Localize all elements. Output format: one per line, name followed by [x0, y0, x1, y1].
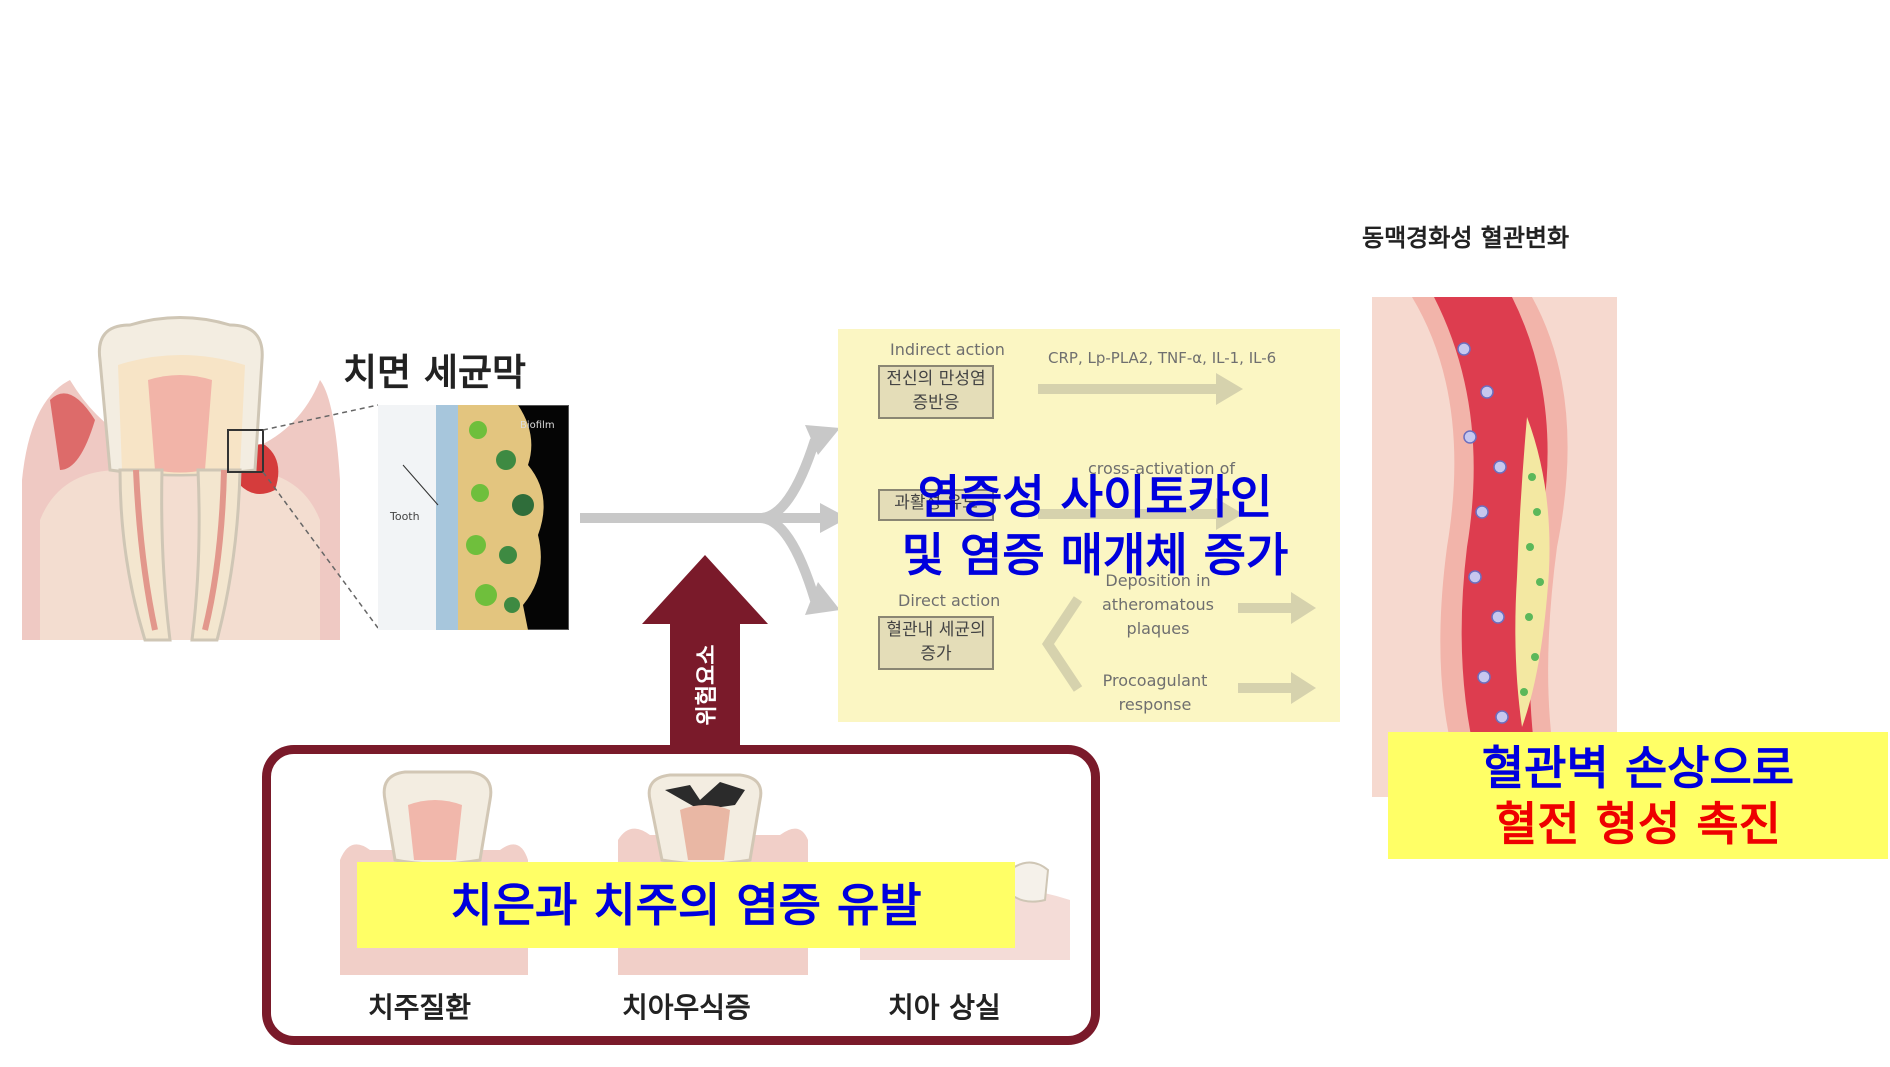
cytokine-highlight: 염증성 사이토카인 및 염증 매개체 증가 — [875, 468, 1315, 584]
cytokine-line2: 및 염증 매개체 증가 — [901, 528, 1289, 582]
risk-item-tooth-loss: 치아 상실 — [888, 991, 1001, 1024]
tooth-label: Tooth — [390, 510, 420, 523]
indirect-action-label: Indirect action — [890, 340, 1005, 359]
intravascular-bacteria-box: 혈관내 세균의 증가 — [878, 616, 994, 670]
biofilm-title: 치면 세균막 — [343, 351, 527, 394]
cytokine-line1: 염증성 사이토카인 — [917, 470, 1273, 524]
cross-activation-label: cross-activation of — [1088, 459, 1236, 478]
risk-item-caries: 치아우식증 — [622, 991, 751, 1024]
systemic-inflammation-box: 전신의 만성염증반응 — [878, 365, 994, 419]
biofilm-closeup — [378, 405, 569, 630]
pathway-panel: Indirect action 전신의 만성염증반응 CRP, Lp-PLA2,… — [838, 329, 1340, 722]
hyperactivation-box: 과활성 유도 — [878, 489, 994, 521]
vessel-illustration — [1372, 297, 1617, 797]
vessel-title: 동맥경화성 혈관변화 — [1362, 224, 1570, 252]
vessel-line2: 혈전 형성 촉진 — [1495, 797, 1781, 851]
pathway-arrows — [1038, 373, 1316, 704]
biofilm-label: Biofilm — [520, 420, 555, 431]
vessel-line1: 혈관벽 손상으로 — [1481, 741, 1795, 795]
direct-action-label: Direct action — [898, 591, 1001, 610]
deposition-label: Deposition in atheromatous plaques — [1101, 571, 1214, 638]
inflammatory-markers: CRP, Lp-PLA2, TNF-α, IL-1, IL-6 — [1048, 349, 1277, 367]
risk-item-periodontal: 치주질환 — [368, 991, 472, 1024]
procoagulant-label: Procoagulant response — [1102, 671, 1208, 714]
risk-highlight: 치은과 치주의 염증 유발 — [357, 862, 1015, 948]
vessel-highlight: 혈관벽 손상으로 혈전 형성 촉진 — [1388, 732, 1888, 859]
